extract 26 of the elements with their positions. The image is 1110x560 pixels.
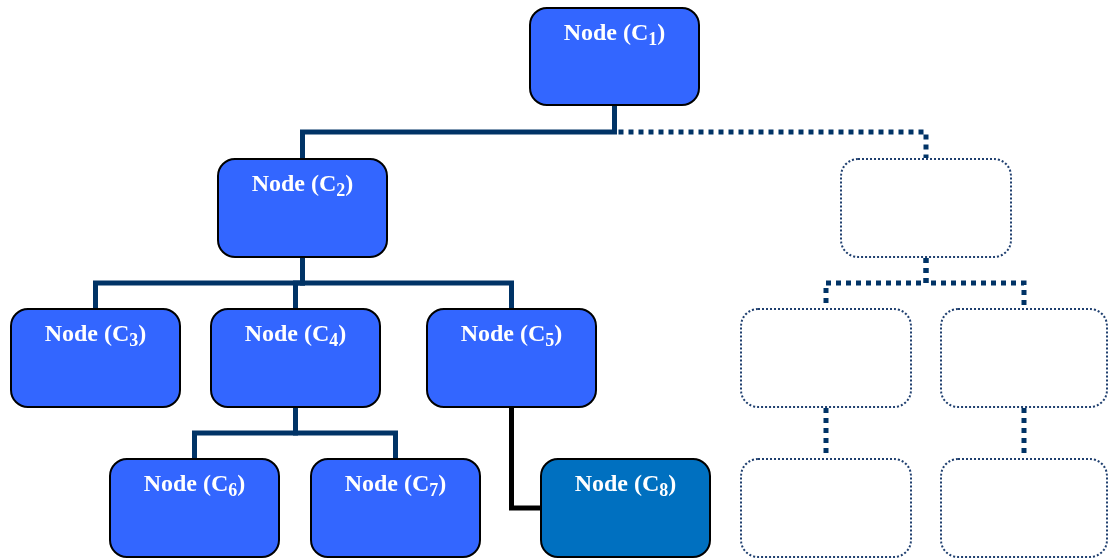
node-label: Node (C$_{4}$)	[244, 319, 347, 348]
node-label: Node (C$_{1}$)	[563, 18, 666, 47]
dotted-connector	[923, 258, 1027, 308]
node-box	[540, 458, 711, 558]
connector-line	[509, 408, 540, 511]
node-box	[10, 308, 181, 408]
node-box	[210, 308, 381, 408]
empty-dotted-box	[940, 308, 1108, 408]
node-label: Node (C$_{2}$)	[251, 169, 354, 198]
node-label: Node (C$_{7}$)	[344, 469, 447, 498]
node-box	[310, 458, 481, 558]
node-box	[529, 7, 700, 106]
connector-line	[293, 408, 398, 458]
node-label: Node (C$_{6}$)	[143, 469, 246, 498]
node-box	[217, 158, 388, 258]
node-box	[426, 308, 597, 408]
empty-dotted-box	[840, 158, 1012, 258]
node-label: Node (C$_{8}$)	[574, 469, 677, 498]
node-box	[109, 458, 280, 558]
empty-dotted-box	[940, 458, 1108, 558]
node-label: Node (C$_{3}$)	[44, 319, 147, 348]
node-label: Node (C$_{5}$)	[460, 319, 563, 348]
dotted-connector	[612, 106, 929, 158]
empty-dotted-box	[740, 458, 912, 558]
connector-line	[300, 258, 514, 308]
empty-dotted-box	[740, 308, 912, 408]
